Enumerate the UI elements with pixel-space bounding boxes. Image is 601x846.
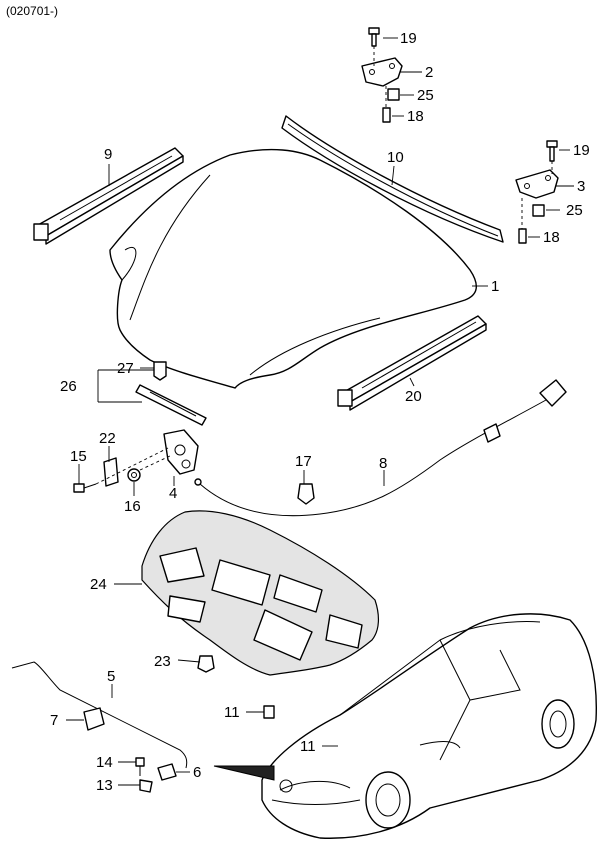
hinge-2[interactable] <box>361 57 403 87</box>
callouts: 19 2 25 18 9 10 19 3 25 18 1 20 27 26 22… <box>50 30 590 794</box>
rail-strip-9[interactable] <box>33 147 184 245</box>
bolt-19a[interactable] <box>368 27 380 47</box>
label-16: 16 <box>124 498 141 515</box>
label-4: 4 <box>169 485 177 502</box>
grommet-6[interactable] <box>157 763 177 781</box>
clip-25a[interactable] <box>387 88 400 101</box>
label-3: 3 <box>577 178 585 195</box>
label-18b: 18 <box>543 229 560 246</box>
label-15: 15 <box>70 448 87 465</box>
car-illustration <box>261 613 597 839</box>
label-18a: 18 <box>407 108 424 125</box>
clip-23[interactable] <box>197 655 215 673</box>
hood-panel-1[interactable] <box>109 148 477 389</box>
label-7: 7 <box>50 712 58 729</box>
label-8: 8 <box>379 455 387 472</box>
label-19b: 19 <box>573 142 590 159</box>
bolt-18b[interactable] <box>518 228 527 244</box>
hood-insulator-24[interactable] <box>141 510 379 676</box>
label-24: 24 <box>90 576 107 593</box>
label-17: 17 <box>295 453 312 470</box>
clip-13[interactable] <box>139 779 153 793</box>
bolt-14[interactable] <box>135 757 145 776</box>
cable-clip-17[interactable] <box>297 483 315 505</box>
grommet-16[interactable] <box>127 468 141 482</box>
bumper-11a[interactable] <box>263 705 275 719</box>
weatherstrip-10[interactable] <box>281 115 504 243</box>
hinge-3[interactable] <box>515 169 559 199</box>
release-cable-8[interactable] <box>194 379 567 517</box>
bolt-18a[interactable] <box>382 107 391 123</box>
pointer-arrow <box>213 765 275 781</box>
label-13: 13 <box>96 777 113 794</box>
bolt-15[interactable] <box>73 483 97 493</box>
clip-25b[interactable] <box>532 204 545 217</box>
striker-plate-26[interactable] <box>135 384 207 426</box>
label-25a: 25 <box>417 87 434 104</box>
label-25b: 25 <box>566 202 583 219</box>
bolt-19b[interactable] <box>546 140 558 162</box>
bracket-22[interactable] <box>103 457 119 487</box>
striker-27[interactable] <box>153 361 167 381</box>
label-2: 2 <box>425 64 433 81</box>
stay-rod-5[interactable] <box>11 661 188 769</box>
label-23: 23 <box>154 653 171 670</box>
label-1: 1 <box>491 278 499 295</box>
rod-holder-7[interactable] <box>83 707 105 731</box>
label-5: 5 <box>107 668 115 685</box>
label-14: 14 <box>96 754 113 771</box>
label-19a: 19 <box>400 30 417 47</box>
label-6: 6 <box>193 764 201 781</box>
hood-latch-4[interactable] <box>163 429 199 475</box>
label-11a: 11 <box>224 704 240 721</box>
label-27: 27 <box>117 360 134 377</box>
label-9: 9 <box>104 146 112 163</box>
label-10: 10 <box>387 149 404 166</box>
diagram-code: (020701-) <box>6 4 59 18</box>
rail-strip-20[interactable] <box>337 315 487 411</box>
label-20: 20 <box>405 388 422 405</box>
label-22: 22 <box>99 430 116 447</box>
leader-lines <box>66 37 574 786</box>
label-11b: 11 <box>300 738 316 755</box>
label-26: 26 <box>60 378 77 395</box>
